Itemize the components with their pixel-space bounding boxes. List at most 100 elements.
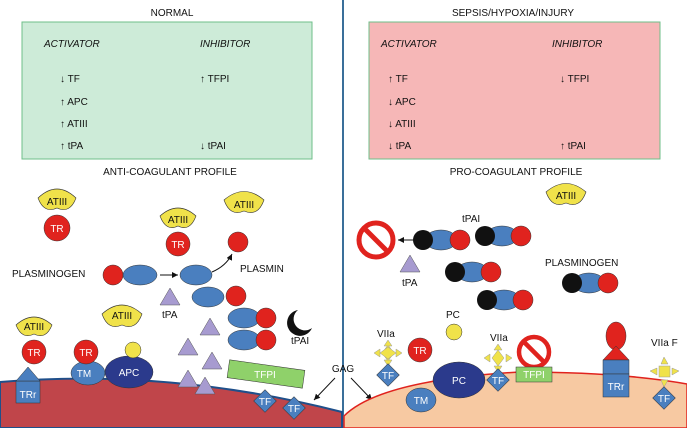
pc-free-molecule xyxy=(445,323,463,341)
apc-molecule: APC xyxy=(104,341,154,389)
tpa-triangle xyxy=(177,369,199,388)
tm-tr-complex-right: TR TM xyxy=(405,337,437,413)
sepsis-activator-tpa: ↓ tPA xyxy=(388,141,411,152)
atiii-free-1: ATIII xyxy=(223,191,265,213)
tpa-triangle-right xyxy=(399,254,421,273)
plasminogen-molecule xyxy=(102,264,158,286)
left-cell-membrane xyxy=(0,377,343,428)
atiii-label: ATIII xyxy=(168,215,188,226)
tpa-triangle xyxy=(194,376,216,395)
atiii-label: ATIII xyxy=(24,322,44,333)
gag-arrow-left xyxy=(313,377,336,401)
tm-label: TM xyxy=(414,396,428,407)
viia-label-2: VIIa xyxy=(490,333,508,344)
atiii-free-2: ATIII xyxy=(101,304,143,327)
sepsis-activator-apc: ↓ APC xyxy=(388,97,416,108)
tf-label: TF xyxy=(658,394,670,405)
tf-label: TF xyxy=(382,371,394,382)
sepsis-header: SEPSIS/HYPOXIA/INJURY xyxy=(452,8,574,19)
right-cell-membrane xyxy=(343,371,687,428)
tr-label: TR xyxy=(413,346,426,357)
atiii-tr-complex-1: TR ATIII xyxy=(37,188,77,242)
tf-label: TF xyxy=(492,376,504,387)
atiii-free-right: ATIII xyxy=(545,183,587,205)
normal-header: NORMAL xyxy=(151,8,194,19)
gag-arrow-right xyxy=(350,377,373,401)
tfpi-tf-complex-left: TFPI TF TF xyxy=(226,359,306,420)
plasminogen-pair-lower xyxy=(227,307,277,351)
normal-activator-atiii: ↑ ATIII xyxy=(60,119,88,130)
tfpi-molecule-right: TFPI xyxy=(515,366,553,383)
no-symbol-icon xyxy=(356,220,396,260)
tpai-bound-complex-2 xyxy=(475,225,532,247)
tpai-bound-complex-3 xyxy=(445,261,502,283)
no-symbol-tfpi-icon xyxy=(516,334,552,370)
plasmin-fragment xyxy=(191,285,247,308)
tpai-bound-complex-1 xyxy=(413,229,471,251)
tm-label: TM xyxy=(77,369,91,380)
apc-label: APC xyxy=(119,368,140,379)
sepsis-activator-heading: ACTIVATOR xyxy=(380,39,437,50)
tr-label: TR xyxy=(171,240,184,251)
sepsis-activator-atiii: ↓ ATIII xyxy=(388,119,416,130)
tpai-molecule xyxy=(287,310,312,336)
sepsis-activator-tf: ↑ TF xyxy=(388,74,408,85)
normal-activator-tf: ↓ TF xyxy=(60,74,80,85)
sepsis-inhibitor-tfpi: ↓ TFPI xyxy=(560,74,589,85)
viia-f-tf-complex: TF xyxy=(649,356,680,410)
pc-molecule: PC xyxy=(432,361,486,399)
viia-label-1: VIIa xyxy=(377,329,395,340)
trr-label: TRr xyxy=(20,390,37,401)
tpai-bound-complex-5 xyxy=(477,289,534,311)
normal-activator-tpa: ↑ tPA xyxy=(60,141,83,152)
tpai-label-right: tPAI xyxy=(462,214,480,225)
trr-label: TRr xyxy=(608,382,625,393)
normal-profile-box xyxy=(21,21,313,160)
sepsis-inhibitor-tpai: ↑ tPAI xyxy=(560,141,586,152)
trr-receptor-right: TRr xyxy=(602,321,630,398)
pro-coagulant-profile-label: PRO-COAGULANT PROFILE xyxy=(450,167,583,178)
atiii-label: ATIII xyxy=(234,200,254,211)
normal-inhibitor-heading: INHIBITOR xyxy=(200,39,250,50)
atiii-label: ATIII xyxy=(556,191,576,202)
sepsis-inhibitor-heading: INHIBITOR xyxy=(552,39,602,50)
tf-label: TF xyxy=(288,404,300,415)
tpa-triangle xyxy=(201,351,223,370)
viia-f-label: VIIa F xyxy=(651,338,678,349)
tfpi-label: TFPI xyxy=(523,370,545,381)
plasminogen-label-right: PLASMINOGEN xyxy=(545,258,618,269)
tpa-triangle xyxy=(199,317,221,336)
tpa-triangle xyxy=(159,287,181,306)
anti-coagulant-profile-label: ANTI-COAGULANT PROFILE xyxy=(103,167,237,178)
viia-tf-complex-2: TF xyxy=(483,343,513,392)
gag-label: GAG xyxy=(332,364,354,375)
normal-inhibitor-tfpi: ↑ TFPI xyxy=(200,74,229,85)
tm-tr-complex-left: TM TR xyxy=(70,339,106,386)
free-red-molecule xyxy=(227,231,249,253)
tr-label: TR xyxy=(79,348,92,359)
tpai-label: tPAI xyxy=(291,336,309,347)
atiii-label: ATIII xyxy=(112,311,132,322)
trr-receptor-left: TRr TR ATIII xyxy=(15,316,53,404)
tpa-label: tPA xyxy=(162,310,178,321)
pc-free-label: PC xyxy=(446,310,460,321)
tfpi-label: TFPI xyxy=(254,370,276,381)
sepsis-profile-box xyxy=(368,21,661,160)
atiii-tr-complex-2: TR ATIII xyxy=(159,207,197,257)
tf-label: TF xyxy=(259,397,271,408)
tpa-triangle xyxy=(177,337,199,356)
normal-activator-heading: ACTIVATOR xyxy=(43,39,100,50)
tr-label: TR xyxy=(27,348,40,359)
tpa-label-right: tPA xyxy=(402,278,418,289)
pc-label: PC xyxy=(452,376,466,387)
normal-inhibitor-tpai: ↓ tPAI xyxy=(200,141,226,152)
plasminogen-label: PLASMINOGEN xyxy=(12,269,85,280)
normal-activator-apc: ↑ APC xyxy=(60,97,88,108)
tr-label: TR xyxy=(50,224,63,235)
tpai-bound-complex-4 xyxy=(562,272,619,294)
viia-tf-complex-1: TF xyxy=(373,339,403,387)
plasmin-molecule xyxy=(179,264,213,286)
plasmin-arrow xyxy=(211,253,233,273)
